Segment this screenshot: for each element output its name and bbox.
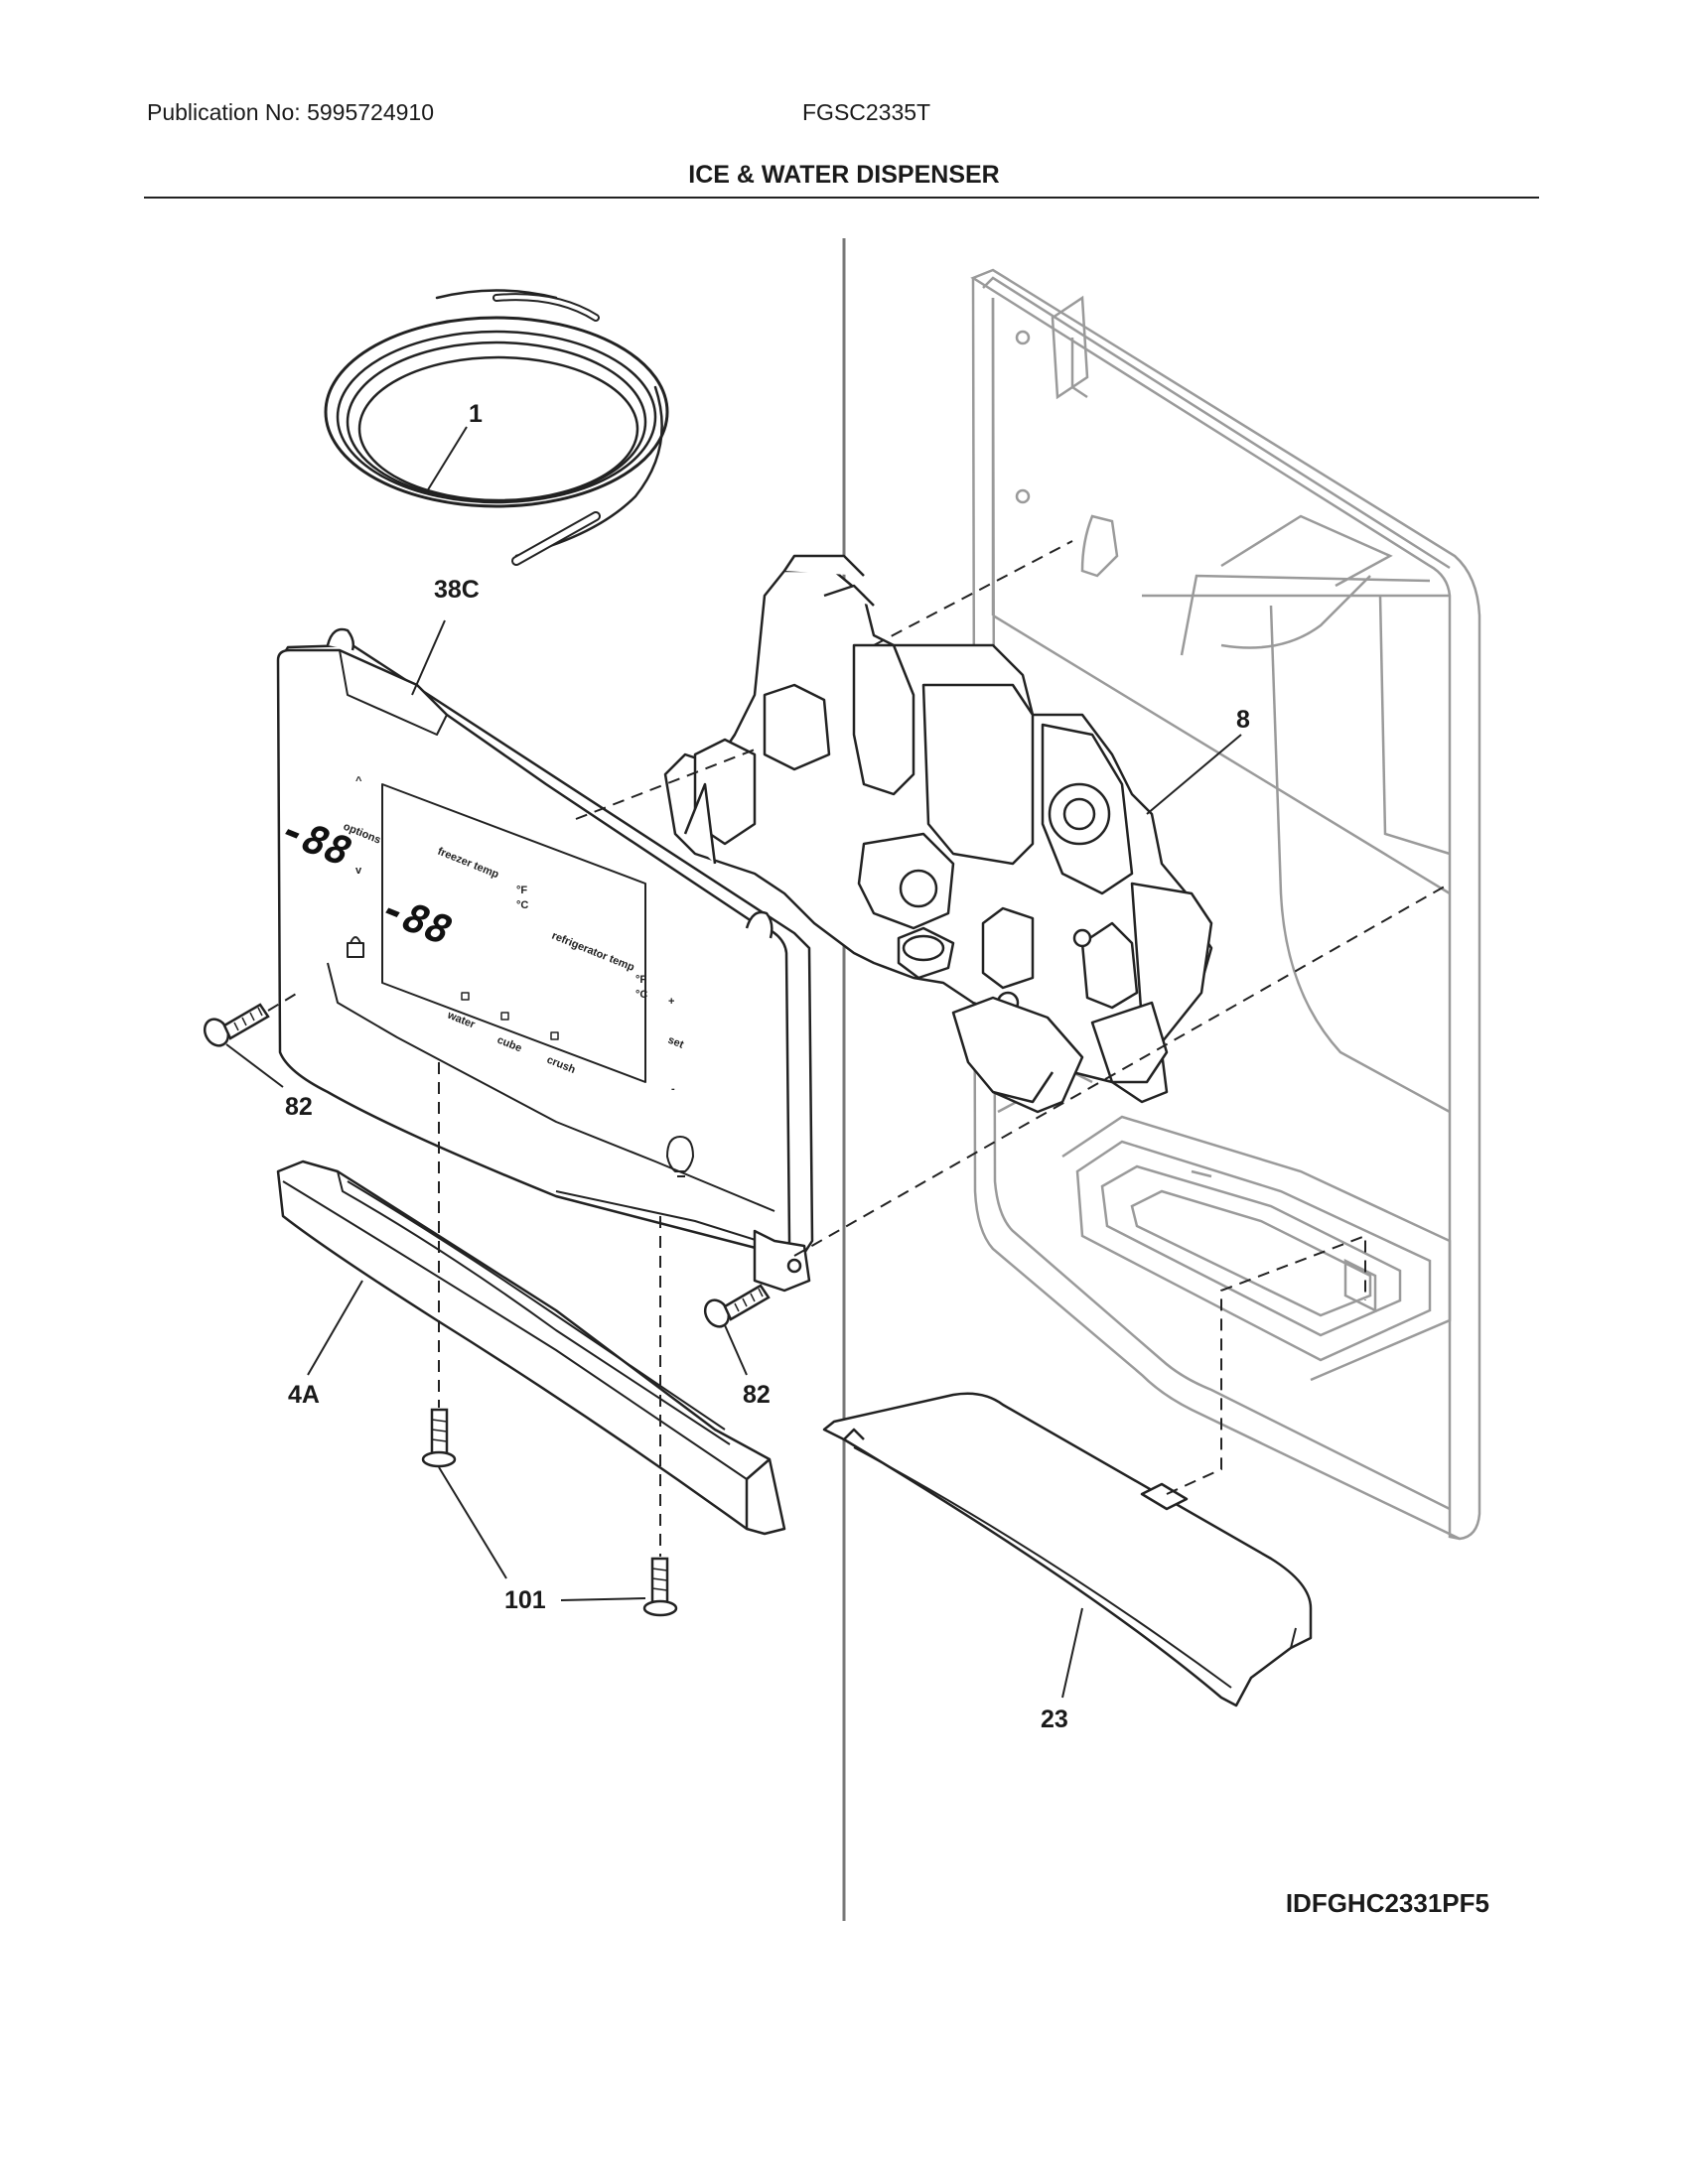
drip-tray — [822, 1392, 1313, 1707]
callout-4a: 4A — [288, 1381, 320, 1409]
minus-label: - — [671, 1083, 675, 1095]
control-panel — [276, 627, 814, 1293]
set-label: set — [666, 1034, 686, 1051]
callout-82-right: 82 — [743, 1381, 771, 1409]
freezer-deg-f: °F — [516, 885, 527, 896]
diagram-reference-code: IDFGHC2331PF5 — [1285, 1888, 1489, 1918]
callout-1: 1 — [469, 400, 483, 428]
dispenser-trim — [276, 1160, 786, 1536]
door-liner — [970, 268, 1481, 1541]
screw-101-lower — [642, 1557, 678, 1617]
screw-82-right — [703, 1284, 771, 1328]
publication-number: Publication No: 5995724910 — [147, 99, 435, 125]
screw-101-upper — [421, 1408, 457, 1468]
fridge-deg-f: °F — [635, 974, 646, 986]
dispenser-assembly — [663, 554, 1213, 1114]
assembly-guide-lines — [267, 540, 1451, 1557]
down-arrow-label: v — [355, 865, 362, 877]
callout-leaders — [225, 426, 1242, 1699]
page-title: ICE & WATER DISPENSER — [688, 161, 1000, 189]
up-arrow-label: ^ — [355, 775, 362, 787]
model-number: FGSC2335T — [802, 99, 931, 125]
plus-label: + — [668, 996, 674, 1008]
callout-23: 23 — [1041, 1706, 1068, 1733]
water-tubing — [324, 289, 669, 566]
callout-38c: 38C — [434, 576, 480, 604]
header-rule — [144, 197, 1539, 199]
callout-82-left: 82 — [285, 1093, 313, 1121]
callout-101: 101 — [504, 1586, 546, 1614]
screw-82-left — [203, 1003, 270, 1047]
fridge-deg-c: °C — [635, 989, 647, 1001]
callout-8: 8 — [1236, 706, 1250, 734]
freezer-deg-c: °C — [516, 899, 528, 911]
